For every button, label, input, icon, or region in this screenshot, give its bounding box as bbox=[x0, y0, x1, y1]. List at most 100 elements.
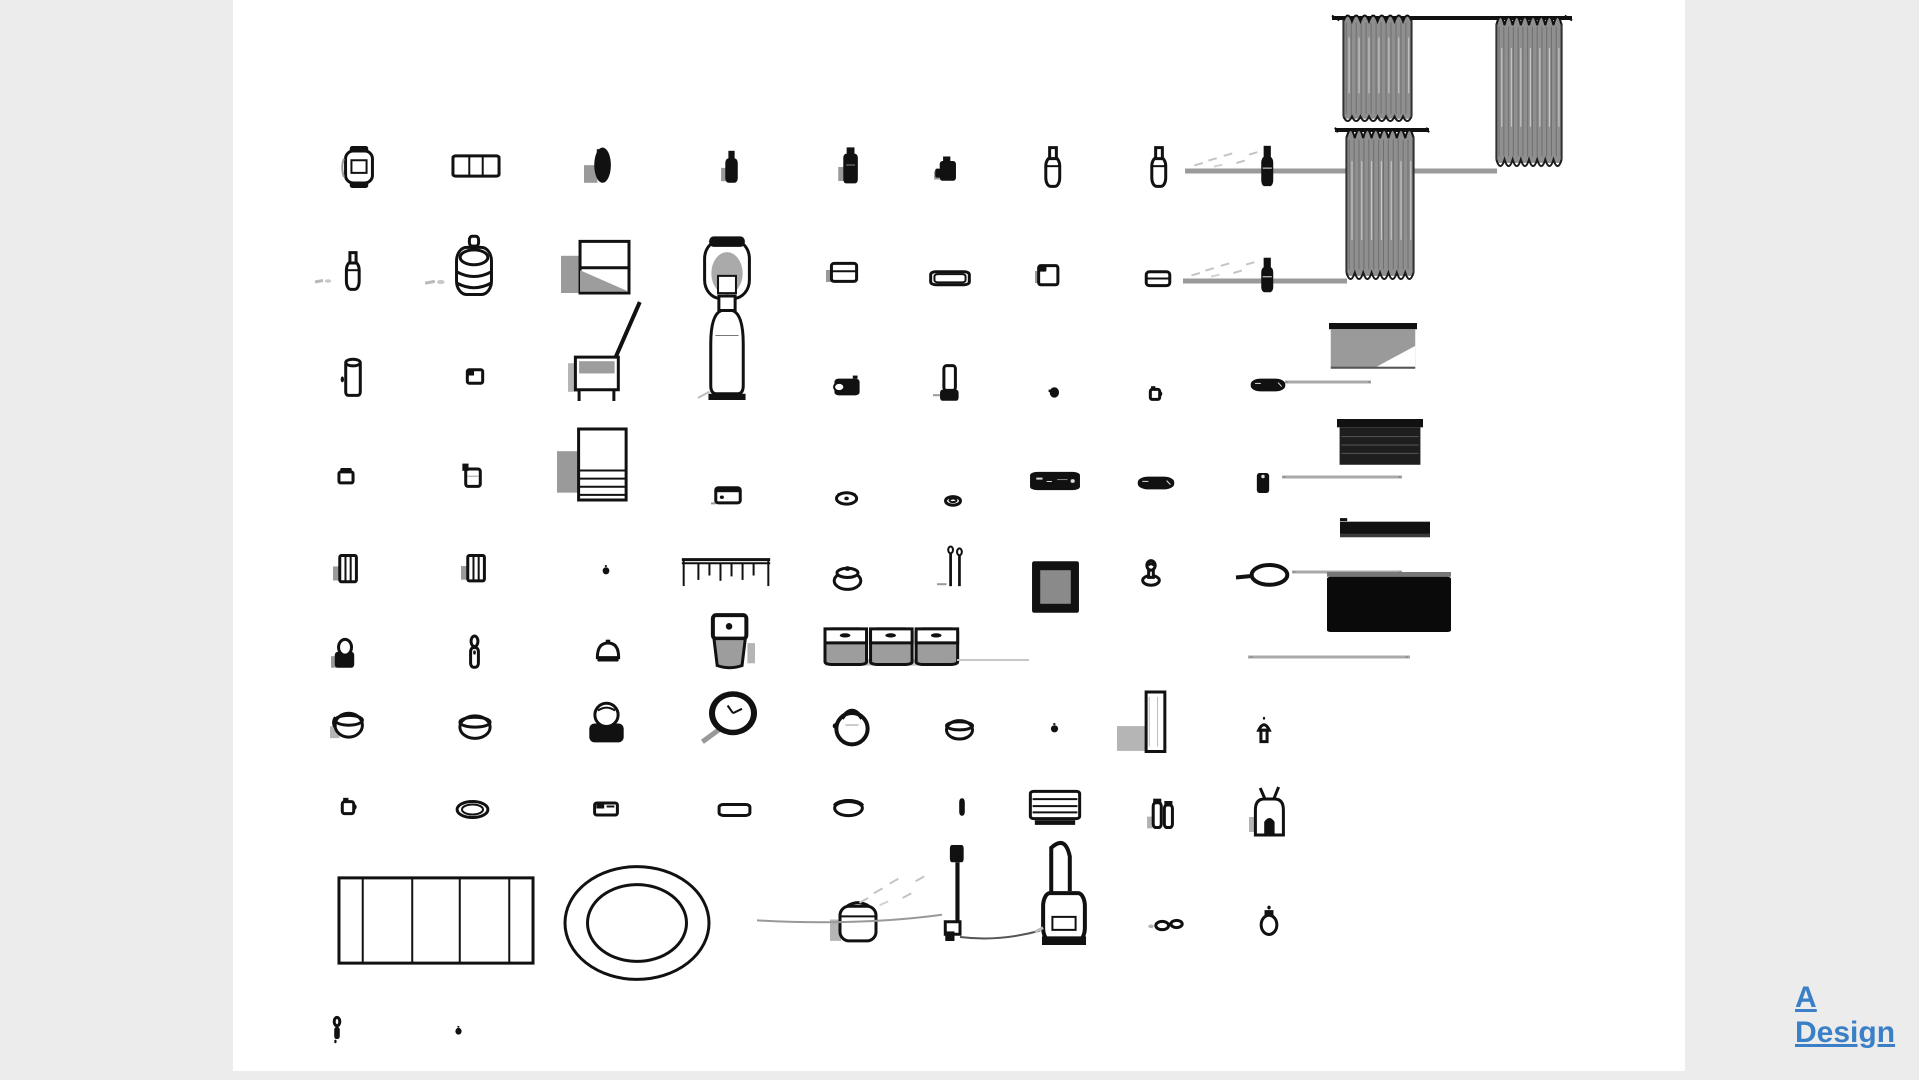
baby-seat[interactable] bbox=[699, 235, 755, 301]
pot-with-ball-large[interactable] bbox=[585, 702, 628, 745]
space-heater[interactable] bbox=[1027, 789, 1083, 828]
smartwatch[interactable] bbox=[338, 146, 380, 188]
bin-sorter[interactable] bbox=[825, 617, 959, 671]
water-cooler-bottle[interactable] bbox=[698, 296, 756, 400]
pill-organizer-icon bbox=[452, 152, 500, 180]
glasses[interactable] bbox=[1147, 912, 1187, 938]
bowl-with-shadow[interactable] bbox=[330, 707, 366, 742]
whiteboard[interactable] bbox=[561, 239, 629, 299]
upright-vacuum[interactable] bbox=[1035, 837, 1093, 945]
water-bottle[interactable] bbox=[1041, 146, 1065, 188]
door-knob[interactable] bbox=[1138, 557, 1164, 587]
mug-with-spout[interactable] bbox=[459, 460, 487, 490]
small-dot-object[interactable] bbox=[599, 563, 613, 578]
phone-on-dock[interactable] bbox=[933, 364, 965, 404]
bowl-small[interactable] bbox=[944, 715, 975, 742]
curtain-panel[interactable] bbox=[1345, 125, 1415, 289]
pill-organizer[interactable] bbox=[452, 152, 500, 180]
thermos-dark[interactable] bbox=[836, 145, 864, 185]
roller-case-dark[interactable] bbox=[1250, 375, 1286, 395]
pill-box-dark[interactable] bbox=[1137, 473, 1175, 493]
dome-lid[interactable] bbox=[594, 638, 622, 666]
curtain-panel[interactable] bbox=[1342, 12, 1413, 128]
soap-bar[interactable] bbox=[463, 364, 487, 388]
tray-wide[interactable] bbox=[929, 266, 971, 290]
door-panel[interactable] bbox=[1117, 692, 1169, 754]
jar-with-handle[interactable] bbox=[933, 152, 961, 184]
valance-dark[interactable] bbox=[1340, 517, 1430, 543]
kettle[interactable] bbox=[829, 702, 875, 748]
spray-bottle-on-rod[interactable] bbox=[1255, 145, 1279, 187]
water-bottle-icon bbox=[1041, 146, 1065, 188]
instant-camera[interactable] bbox=[711, 481, 745, 509]
hand-mirror[interactable] bbox=[1236, 559, 1290, 592]
eye-mask[interactable] bbox=[832, 487, 860, 509]
lotion-bottle[interactable] bbox=[342, 251, 364, 291]
stick-vacuum[interactable] bbox=[937, 845, 983, 941]
figure-small[interactable] bbox=[463, 635, 486, 670]
curtain-panel[interactable] bbox=[1495, 12, 1563, 176]
pill-tiny-icon bbox=[959, 798, 965, 816]
pot-with-lid[interactable] bbox=[830, 559, 865, 592]
spray-nozzle-dark[interactable] bbox=[584, 145, 616, 187]
figure-tiny[interactable] bbox=[327, 1015, 347, 1045]
projector-screen-dark[interactable] bbox=[1327, 572, 1451, 632]
baby-seat-icon bbox=[699, 236, 755, 301]
thermometer-pair-icon bbox=[937, 545, 971, 587]
cup-tiny[interactable] bbox=[337, 794, 359, 818]
drying-rack[interactable] bbox=[680, 550, 772, 594]
soap-dish-icon bbox=[1144, 266, 1172, 290]
pill-tiny[interactable] bbox=[955, 796, 969, 818]
table-lamp-small[interactable] bbox=[1253, 716, 1275, 747]
dot-tiny[interactable] bbox=[452, 1024, 465, 1038]
a-design-link[interactable]: A Design bbox=[1795, 980, 1895, 1051]
water-jug[interactable] bbox=[451, 235, 497, 297]
high-chair[interactable] bbox=[568, 300, 642, 402]
tray-plain[interactable] bbox=[717, 798, 752, 821]
window-shade-gray[interactable] bbox=[1329, 323, 1417, 375]
pull-line-icon bbox=[1285, 380, 1371, 384]
pot-with-ball[interactable] bbox=[331, 638, 358, 671]
drawer-cart[interactable] bbox=[557, 429, 629, 503]
spray-bottle-on-rod[interactable] bbox=[1255, 257, 1279, 293]
roller-blind-dark[interactable] bbox=[1337, 419, 1423, 471]
wall-clock[interactable] bbox=[700, 689, 760, 744]
storage-box-small[interactable] bbox=[826, 258, 860, 288]
striped-box[interactable] bbox=[461, 553, 487, 584]
bowl[interactable] bbox=[457, 709, 493, 742]
espresso-cup[interactable] bbox=[1146, 383, 1164, 403]
toilet[interactable] bbox=[701, 614, 755, 670]
thermos-cylinder[interactable] bbox=[339, 355, 367, 397]
travel-bottle-dark[interactable] bbox=[718, 147, 744, 185]
striped-box[interactable] bbox=[333, 553, 359, 585]
bowl-with-shadow-icon bbox=[330, 707, 366, 739]
speaker-small[interactable] bbox=[1252, 470, 1274, 495]
butter-dish[interactable] bbox=[591, 796, 621, 821]
remote-control[interactable] bbox=[1029, 469, 1081, 493]
pet-house[interactable] bbox=[1249, 787, 1289, 837]
compact-camera[interactable] bbox=[829, 374, 863, 400]
tiny-dark-dot[interactable] bbox=[1047, 721, 1062, 736]
bowl-flat[interactable] bbox=[832, 794, 865, 821]
espresso-cup-icon bbox=[1146, 386, 1164, 403]
upright-vacuum-icon bbox=[1035, 837, 1087, 945]
rug-oval[interactable] bbox=[562, 863, 712, 983]
soap-dish[interactable] bbox=[1144, 266, 1172, 290]
window-sill-line-icon bbox=[1248, 655, 1410, 659]
table-plan[interactable] bbox=[337, 877, 535, 964]
spray-nozzle-dark-icon bbox=[584, 147, 611, 183]
water-bottle[interactable] bbox=[1147, 146, 1171, 188]
ring-dish[interactable] bbox=[942, 491, 964, 509]
thermometer-pair[interactable] bbox=[937, 545, 971, 594]
small-dark-object[interactable] bbox=[1045, 382, 1063, 402]
jar-round[interactable] bbox=[1255, 905, 1283, 937]
curtain-rod-long[interactable] bbox=[1185, 168, 1497, 174]
bowl-flat-icon bbox=[832, 794, 865, 821]
tray-round[interactable] bbox=[455, 796, 490, 821]
container-with-lid[interactable] bbox=[1035, 259, 1061, 289]
picture-frame[interactable] bbox=[1030, 559, 1081, 615]
jar-small[interactable] bbox=[335, 464, 357, 486]
laundry-basket[interactable] bbox=[830, 895, 880, 946]
binoculars[interactable] bbox=[1147, 794, 1178, 833]
hand-mirror-icon bbox=[1236, 559, 1290, 592]
